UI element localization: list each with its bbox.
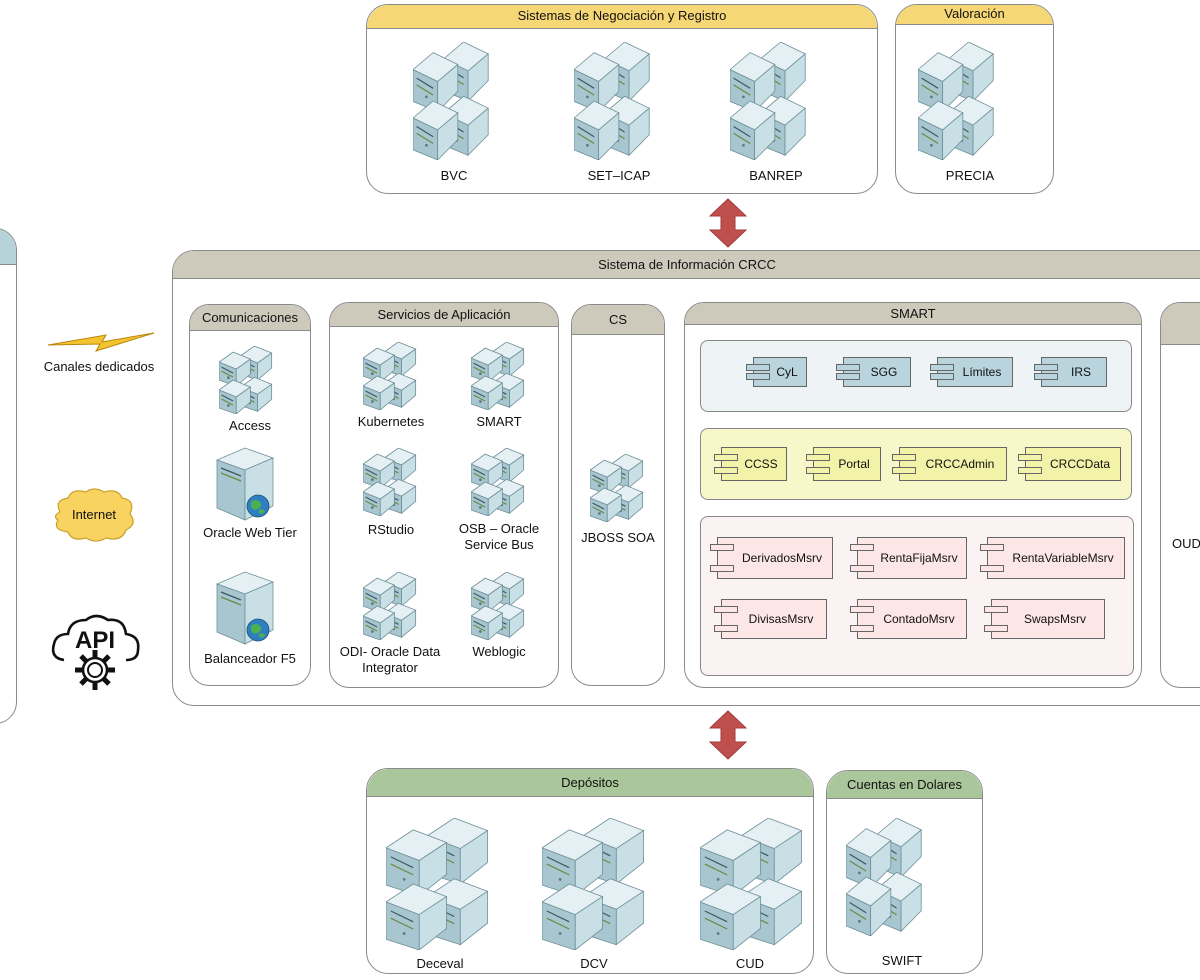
server-seticap-icon	[573, 41, 654, 165]
internet-label: Internet	[71, 507, 117, 522]
weblogic-label: Weblogic	[472, 644, 526, 659]
smart-pink-panel: DerivadosMsrv RentaFijaMsrv RentaVariabl…	[700, 516, 1134, 676]
weblogic-icon	[470, 571, 527, 645]
server-cud-label: CUD	[735, 956, 765, 971]
balanceador-label: Balanceador F5	[204, 651, 296, 666]
cuentas-title: Cuentas en Dolares	[827, 771, 982, 799]
component-crccadmin[interactable]: CRCCAdmin	[892, 447, 1007, 481]
smart-blue-panel: CyL SGG Límites IRS	[700, 340, 1132, 412]
component-derivados[interactable]: DerivadosMsrv	[710, 537, 833, 579]
component-rentavariable[interactable]: RentaVariableMsrv	[980, 537, 1125, 579]
component-limites[interactable]: Límites	[930, 357, 1013, 387]
osb-icon	[470, 447, 527, 521]
server-bvc-label: BVC	[440, 168, 468, 183]
server-access-icon	[218, 345, 275, 419]
server-banrep-icon	[729, 41, 810, 165]
server-precia-icon	[917, 41, 998, 165]
jboss-label: JBOSS SOA	[581, 530, 655, 545]
server-swift-icon	[845, 817, 926, 941]
smart-server-icon	[470, 341, 527, 415]
canales-dedicados-label: Canales dedicados	[43, 359, 155, 374]
server-deceval-label: Deceval	[416, 956, 464, 971]
rstudio-icon	[362, 447, 419, 521]
left-partial-group	[0, 228, 17, 724]
component-contado[interactable]: ContadoMsrv	[850, 599, 967, 639]
jboss-icon	[589, 453, 646, 527]
server-banrep-label: BANREP	[749, 168, 803, 183]
double-arrow-top-icon	[708, 198, 748, 248]
server-dcv-label: DCV	[580, 956, 608, 971]
api-label: API	[74, 627, 115, 654]
valoracion-title: Valoración	[896, 5, 1053, 25]
internet-cloud-icon	[54, 488, 134, 542]
oud-partial-group	[1160, 302, 1200, 688]
negociacion-title: Sistemas de Negociación y Registro	[367, 5, 877, 29]
double-arrow-bottom-icon	[708, 710, 748, 760]
server-swift-label: SWIFT	[881, 953, 923, 968]
odi-icon	[362, 571, 419, 645]
server-cud-icon	[699, 817, 808, 955]
component-divisas[interactable]: DivisasMsrv	[714, 599, 827, 639]
rstudio-label: RStudio	[367, 522, 415, 537]
negociacion-group: Sistemas de Negociación y Registro	[366, 4, 878, 194]
comunicaciones-title: Comunicaciones	[190, 305, 310, 331]
oracle-web-tier-icon	[213, 446, 279, 527]
server-seticap-label: SET–ICAP	[587, 168, 651, 183]
odi-label: ODI- Oracle Data Integrator	[339, 644, 441, 675]
server-precia-label: PRECIA	[945, 168, 995, 183]
server-dcv-icon	[541, 817, 650, 955]
component-portal[interactable]: Portal	[806, 447, 881, 481]
depositos-title: Depósitos	[367, 769, 813, 797]
access-label: Access	[229, 418, 271, 433]
component-crccdata[interactable]: CRCCData	[1018, 447, 1121, 481]
oracle-web-tier-label: Oracle Web Tier	[203, 525, 297, 540]
smart-yellow-panel: CCSS Portal CRCCAdmin CRCCData	[700, 428, 1132, 500]
component-rentafija[interactable]: RentaFijaMsrv	[850, 537, 967, 579]
smart-title: SMART	[685, 303, 1141, 325]
server-bvc-icon	[412, 41, 493, 165]
balanceador-icon	[213, 570, 279, 651]
api-cloud-gear-icon	[51, 614, 140, 690]
component-cyl[interactable]: CyL	[746, 357, 807, 387]
kubernetes-icon	[362, 341, 419, 415]
component-irs[interactable]: IRS	[1034, 357, 1107, 387]
smart-server-label: SMART	[476, 414, 522, 429]
osb-label: OSB – Oracle Service Bus	[458, 521, 540, 552]
oud-partial-label: OUD	[1172, 536, 1200, 551]
kubernetes-label: Kubernetes	[357, 414, 425, 429]
component-swaps[interactable]: SwapsMsrv	[984, 599, 1105, 639]
cs-title: CS	[572, 305, 664, 335]
servicios-title: Servicios de Aplicación	[330, 303, 558, 327]
component-ccss[interactable]: CCSS	[714, 447, 787, 481]
crcc-title: Sistema de Información CRCC	[173, 251, 1200, 279]
component-sgg[interactable]: SGG	[836, 357, 911, 387]
server-deceval-icon	[385, 817, 494, 955]
lightning-icon	[47, 332, 155, 352]
